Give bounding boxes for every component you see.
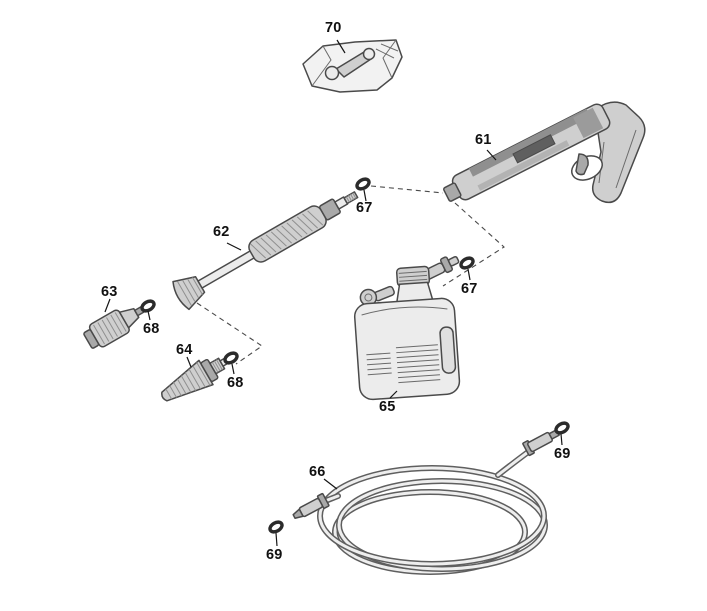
part-66-hose: [292, 429, 560, 575]
leader-67-right: [467, 268, 471, 281]
gun-trigger: [575, 153, 589, 176]
o-ring-67-right: [459, 256, 475, 270]
leader-70: [336, 39, 346, 54]
part-61-spray-gun: [443, 101, 646, 204]
part-label-66-hose: 66: [309, 464, 326, 480]
part-label-67-o-ring: 67: [461, 281, 478, 297]
part-64-turbo-nozzle: [160, 357, 229, 409]
part-label-65-detergent-tank: 65: [379, 399, 396, 415]
construction-line-lance-to-gun: [370, 185, 444, 194]
o-ring-67-top: [355, 177, 371, 191]
part-label-62-lance: 62: [213, 224, 230, 240]
part-63-nozzle: [83, 305, 146, 349]
leader-68-left: [147, 310, 151, 321]
hose-fitting-left: [292, 492, 330, 519]
part-62-lance: [172, 191, 359, 311]
o-ring-69-right: [554, 421, 570, 435]
leader-62: [226, 242, 242, 251]
part-70-accessory-bag: [302, 39, 403, 93]
part-label-63-nozzle: 63: [101, 284, 118, 300]
leader-63: [104, 298, 111, 313]
part-label-69-o-ring: 69: [554, 446, 571, 462]
leader-66: [323, 478, 338, 490]
part-label-64-turbo-nozzle: 64: [176, 342, 193, 358]
part-label-70-accessory-bag: 70: [325, 20, 342, 36]
o-ring-68-left: [140, 299, 156, 313]
part-65-detergent-tank: [353, 256, 461, 401]
part-label-68-o-ring: 68: [227, 375, 244, 391]
leader-69-right: [560, 433, 563, 446]
leader-68-mid: [231, 363, 235, 375]
construction-line-gun-to-tank: [442, 202, 505, 287]
o-ring-68-mid: [223, 351, 239, 365]
leader-64: [186, 356, 192, 368]
leader-67-top: [363, 189, 367, 202]
part-label-67-o-ring: 67: [356, 200, 373, 216]
tank-vents: [366, 344, 441, 384]
gun-barrel: [443, 103, 611, 202]
leader-65: [389, 390, 398, 399]
construction-lines: [196, 185, 505, 365]
construction-line-lance-to-turbo: [196, 302, 263, 365]
leader-lines: [104, 39, 563, 547]
part-label-61-spray-gun: 61: [475, 132, 492, 148]
leader-61: [486, 149, 497, 161]
o-rings: [140, 177, 570, 534]
leader-69-left: [275, 532, 278, 547]
part-label-69-o-ring: 69: [266, 547, 283, 563]
part-label-68-o-ring: 68: [143, 321, 160, 337]
o-ring-69-left: [268, 520, 284, 534]
